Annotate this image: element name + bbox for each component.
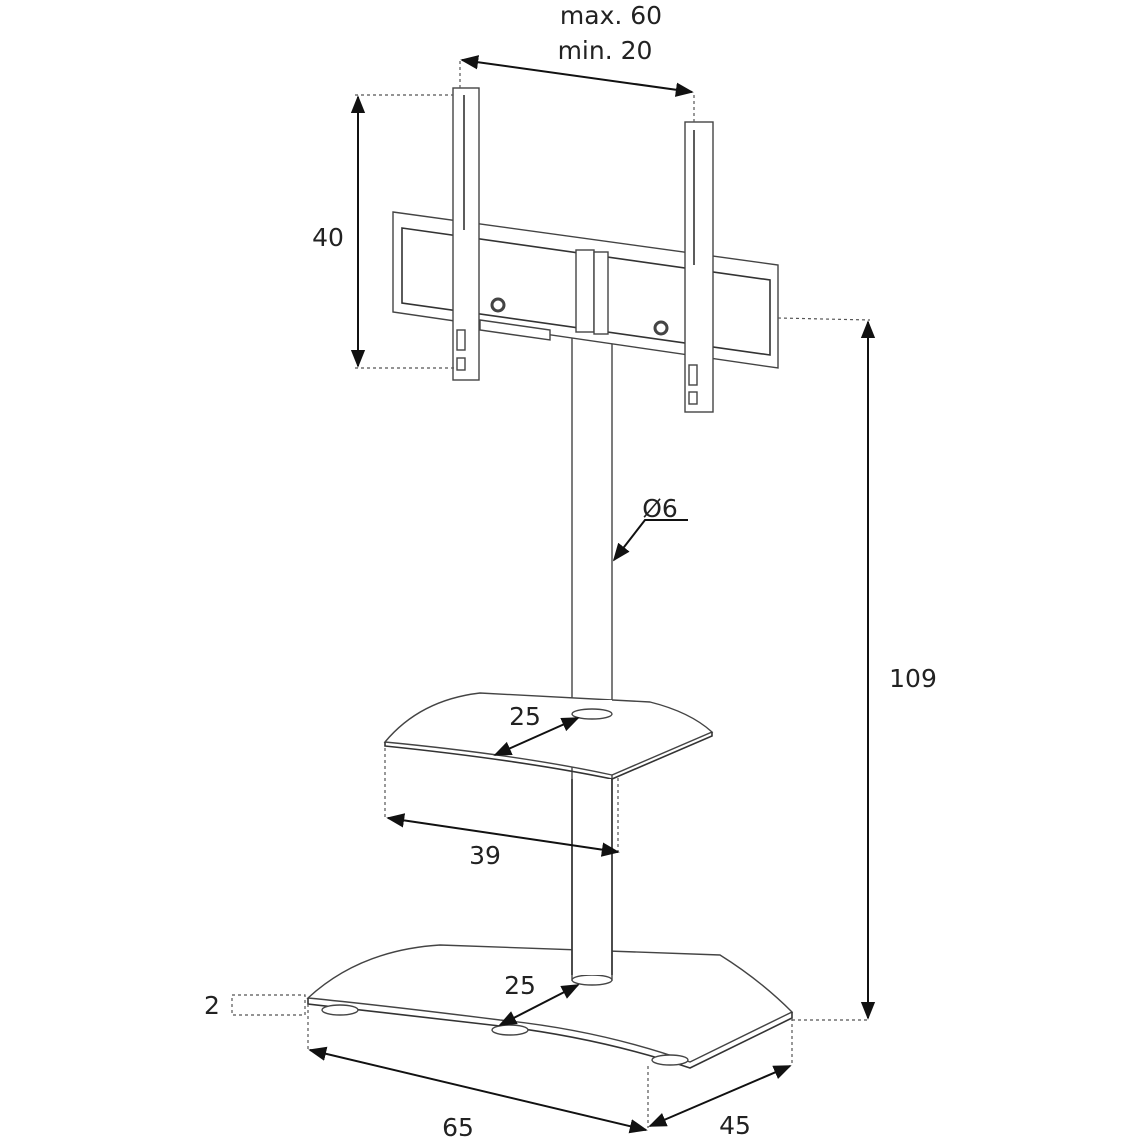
label-base-depth: 45: [719, 1111, 751, 1140]
base-center-depth-arrow: [498, 984, 580, 1026]
label-shelf-depth: 25: [509, 702, 541, 731]
width-dimension-arrow: [460, 55, 694, 97]
shelf-depth-arrow: [493, 717, 580, 756]
base-plate: [306, 944, 794, 1069]
label-width-max: max. 60: [560, 1, 662, 30]
glass-shelf: [383, 692, 714, 780]
label-total-height: 109: [889, 664, 937, 693]
base-width-arrow: [308, 1046, 648, 1134]
label-shelf-width: 39: [469, 841, 501, 870]
base-depth-arrow: [648, 1065, 792, 1127]
left-vertical-rail: [452, 87, 480, 381]
label-base-center-depth: 25: [504, 971, 536, 1000]
shelf-width-arrow: [386, 813, 620, 857]
label-rail-height: 40: [312, 223, 344, 252]
mounting-crossbar: [392, 211, 779, 369]
label-width-min: min. 20: [558, 36, 653, 65]
label-base-width: 65: [442, 1113, 474, 1140]
label-column-diameter: Ø6: [642, 494, 678, 523]
right-vertical-rail: [684, 121, 714, 413]
diameter-leader: [612, 519, 688, 562]
label-base-thickness: 2: [204, 991, 220, 1020]
